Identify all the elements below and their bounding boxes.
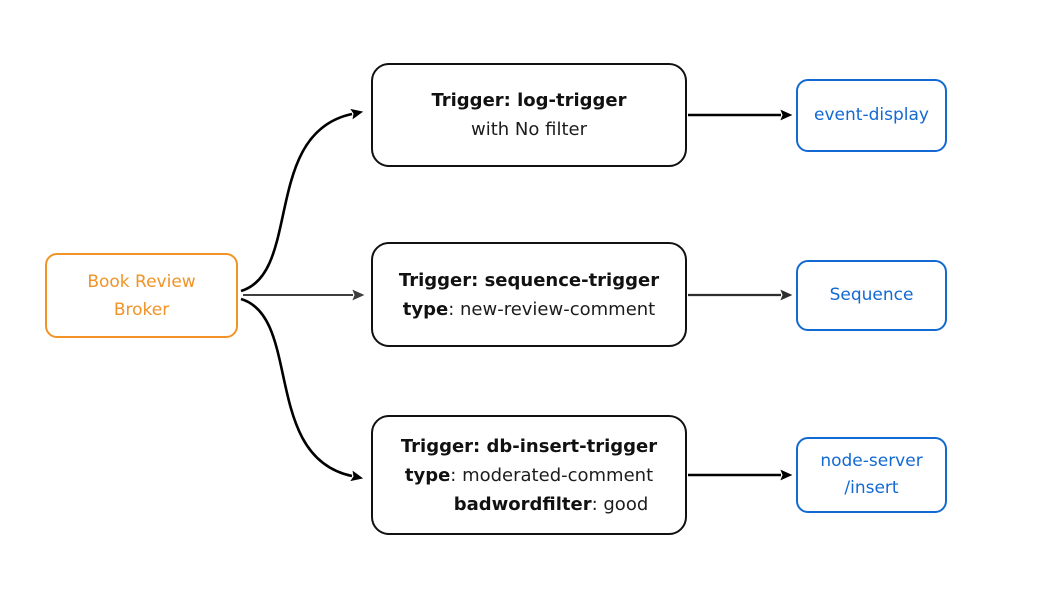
trigger-title-text: Trigger: db-insert-trigger bbox=[400, 435, 658, 457]
trigger-attr: badwordfilter: good bbox=[454, 490, 649, 519]
broker-label-line2: Broker bbox=[113, 299, 170, 320]
edge-broker-to-log-trigger bbox=[240, 108, 364, 293]
node-trigger-sequence: Trigger: sequence-trigger type: new-revi… bbox=[371, 242, 687, 347]
trigger-attr: type: new-review-comment bbox=[403, 295, 655, 324]
trigger-title: Trigger: sequence-trigger bbox=[399, 266, 659, 295]
trigger-title: Trigger: db-insert-trigger bbox=[401, 432, 657, 461]
broker-label-line1: Book Review bbox=[87, 271, 196, 292]
node-broker: Book Review Broker bbox=[45, 253, 238, 338]
node-trigger-db-insert: Trigger: db-insert-trigger type: moderat… bbox=[371, 415, 687, 535]
trigger-attr-value: : good bbox=[591, 493, 649, 515]
sink-label: Sequence bbox=[829, 285, 914, 305]
trigger-attr-key: type bbox=[404, 464, 451, 486]
sink-label: event-display bbox=[814, 105, 929, 125]
trigger-attr-value: : moderated-comment bbox=[450, 464, 654, 486]
trigger-attr-value: : new-review-comment bbox=[448, 298, 656, 320]
trigger-title: Trigger: log-trigger bbox=[431, 86, 626, 115]
trigger-title-text: Trigger: log-trigger bbox=[431, 90, 627, 111]
trigger-attr: type: moderated-comment bbox=[405, 461, 653, 490]
sink-label-line1: node-server bbox=[820, 451, 923, 471]
node-node-server-insert: node-server /insert bbox=[796, 437, 947, 513]
node-event-display: event-display bbox=[796, 79, 947, 152]
trigger-attr-key: badwordfilter bbox=[453, 493, 592, 515]
sink-label-line2: /insert bbox=[844, 478, 899, 498]
trigger-title-text: Trigger: sequence-trigger bbox=[398, 269, 660, 291]
node-sequence: Sequence bbox=[796, 260, 947, 331]
trigger-subtitle: with No filter bbox=[471, 119, 587, 140]
trigger-attr-key: type bbox=[402, 298, 449, 320]
edge-broker-to-db-insert-trigger bbox=[240, 297, 364, 482]
node-trigger-log: Trigger: log-trigger with No filter bbox=[371, 63, 687, 167]
